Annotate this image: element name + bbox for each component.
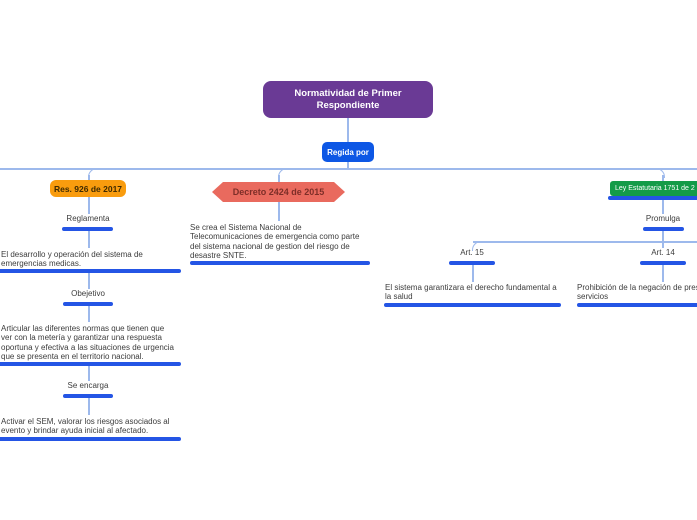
connector-line <box>88 366 90 381</box>
connector-line <box>88 306 90 322</box>
regida-to-bus-line <box>347 162 349 168</box>
connector-line <box>88 197 90 214</box>
connector-line <box>472 265 474 282</box>
underline <box>577 303 697 307</box>
connector-line <box>88 175 90 180</box>
label-art-15[interactable]: Art. 15 <box>460 248 484 257</box>
root-topic[interactable]: Normatividad de Primer Respondiente <box>263 81 433 118</box>
label-art-14[interactable]: Art. 14 <box>651 248 675 257</box>
label-reglamenta[interactable]: Reglamenta <box>66 214 110 223</box>
connector-line <box>278 175 280 182</box>
connector-line <box>662 265 664 282</box>
underline <box>63 302 113 306</box>
underline <box>0 269 181 273</box>
text-desarrollo-operacion[interactable]: El desarrollo y operación del sistema de… <box>1 250 143 269</box>
underline <box>643 227 684 231</box>
underline <box>384 303 561 307</box>
text-articular-normas[interactable]: Articular las diferentes normas que tien… <box>1 324 174 362</box>
underline <box>190 261 370 265</box>
connector-line <box>662 231 664 248</box>
topic-decreto-2424-de-2015[interactable]: Decreto 2424 de 2015 <box>212 182 345 202</box>
topic-res-926-de-2017[interactable]: Res. 926 de 2017 <box>50 180 126 197</box>
connector-line <box>88 398 90 415</box>
topic-ley-estatutaria-1751[interactable]: Ley Estatutaria 1751 de 2 <box>610 181 697 196</box>
elbow-left-branch <box>88 168 98 178</box>
label-obejetivo[interactable]: Obejetivo <box>71 289 105 298</box>
text-sistema-garantizara[interactable]: El sistema garantizara el derecho fundam… <box>385 283 557 302</box>
underline <box>608 196 697 200</box>
underline <box>640 261 686 265</box>
text-activar-sem[interactable]: Activar el SEM, valorar los riesgos asoc… <box>1 417 170 436</box>
elbow-art15 <box>472 241 482 251</box>
underline <box>0 362 181 366</box>
main-branch-bus-line <box>0 168 697 170</box>
connector-line <box>662 175 664 181</box>
elbow-middle-branch <box>278 168 288 178</box>
underline <box>449 261 495 265</box>
connector-line <box>662 200 664 214</box>
connector-line <box>88 273 90 289</box>
elbow-right-branch <box>655 168 665 178</box>
root-to-regida-line <box>347 118 349 142</box>
underline <box>63 394 113 398</box>
articles-bus-line <box>473 241 697 243</box>
text-sistema-telecomunicaciones[interactable]: Se crea el Sistema Nacional de Telecomun… <box>190 223 360 261</box>
regida-por-topic[interactable]: Regida por <box>322 142 374 162</box>
text-prohibicion-negacion[interactable]: Prohibición de la negación de prest serv… <box>577 283 697 302</box>
underline <box>0 437 181 441</box>
underline <box>62 227 113 231</box>
connector-line <box>278 202 280 221</box>
label-promulga[interactable]: Promulga <box>645 214 681 223</box>
connector-line <box>88 231 90 248</box>
label-se-encarga[interactable]: Se encarga <box>67 381 109 390</box>
